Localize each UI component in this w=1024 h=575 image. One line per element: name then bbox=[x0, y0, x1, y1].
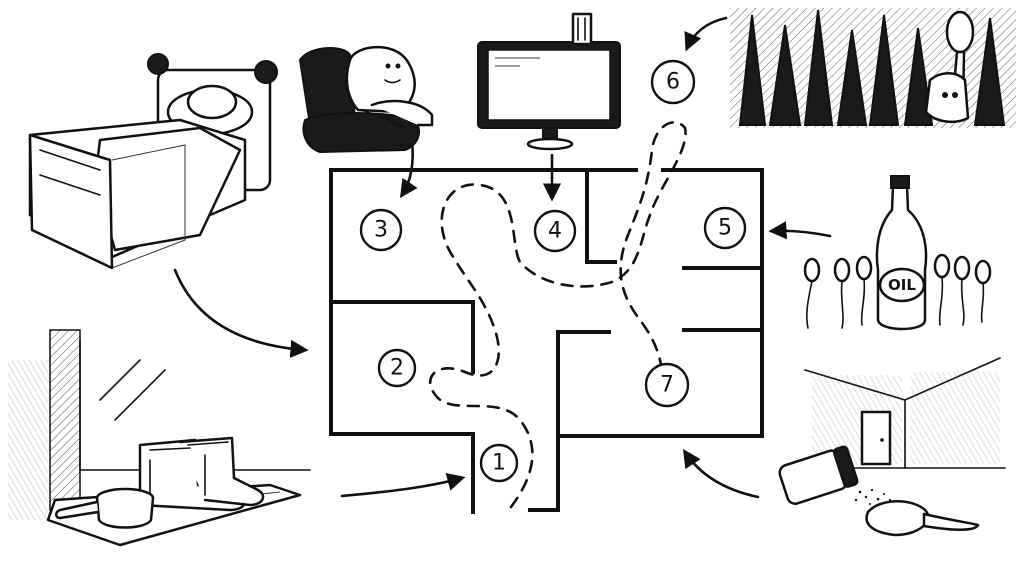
room-marker-7: 7 bbox=[644, 362, 690, 408]
spoon bbox=[953, 255, 971, 326]
arrow-oil-to-room-5 bbox=[768, 221, 832, 240]
spoon bbox=[803, 257, 821, 329]
room-number: 7 bbox=[660, 373, 674, 398]
oil-label: OIL bbox=[888, 276, 916, 294]
room-number: 6 bbox=[666, 70, 680, 95]
salt-shaker bbox=[778, 445, 859, 505]
armchair-with-character bbox=[298, 45, 434, 154]
room-marker-6: 6 bbox=[650, 59, 696, 105]
route-path bbox=[428, 121, 687, 509]
arrow-salt-to-room-7 bbox=[683, 448, 760, 499]
spoon bbox=[833, 257, 851, 329]
spilled-salt-shaker-scene bbox=[778, 357, 1006, 537]
dark-forest-with-spoon bbox=[730, 8, 1016, 128]
room-number: 1 bbox=[492, 451, 506, 476]
floor-plan bbox=[329, 168, 764, 514]
bed-illustration bbox=[28, 53, 278, 270]
room-number: 3 bbox=[374, 218, 388, 243]
spoon bbox=[855, 255, 873, 326]
boots-and-pot-by-window bbox=[8, 329, 311, 547]
computer-monitor bbox=[477, 12, 621, 151]
room-marker-1: 1 bbox=[479, 443, 519, 483]
spoon bbox=[933, 253, 951, 326]
arrow-forest-to-room-6 bbox=[684, 16, 728, 52]
room-number: 5 bbox=[718, 216, 732, 241]
spoon bbox=[974, 259, 992, 323]
room-number: 4 bbox=[548, 219, 562, 244]
room-marker-5: 5 bbox=[703, 206, 747, 250]
room-marker-3: 3 bbox=[359, 208, 403, 252]
arrow-boots-to-room-1 bbox=[340, 473, 466, 498]
room-marker-2: 2 bbox=[377, 348, 417, 388]
room-number: 2 bbox=[390, 356, 404, 381]
room-marker-4: 4 bbox=[533, 209, 577, 253]
arrow-bed-to-room bbox=[173, 268, 309, 358]
oil-bottle-with-spoons: OIL bbox=[803, 175, 992, 331]
